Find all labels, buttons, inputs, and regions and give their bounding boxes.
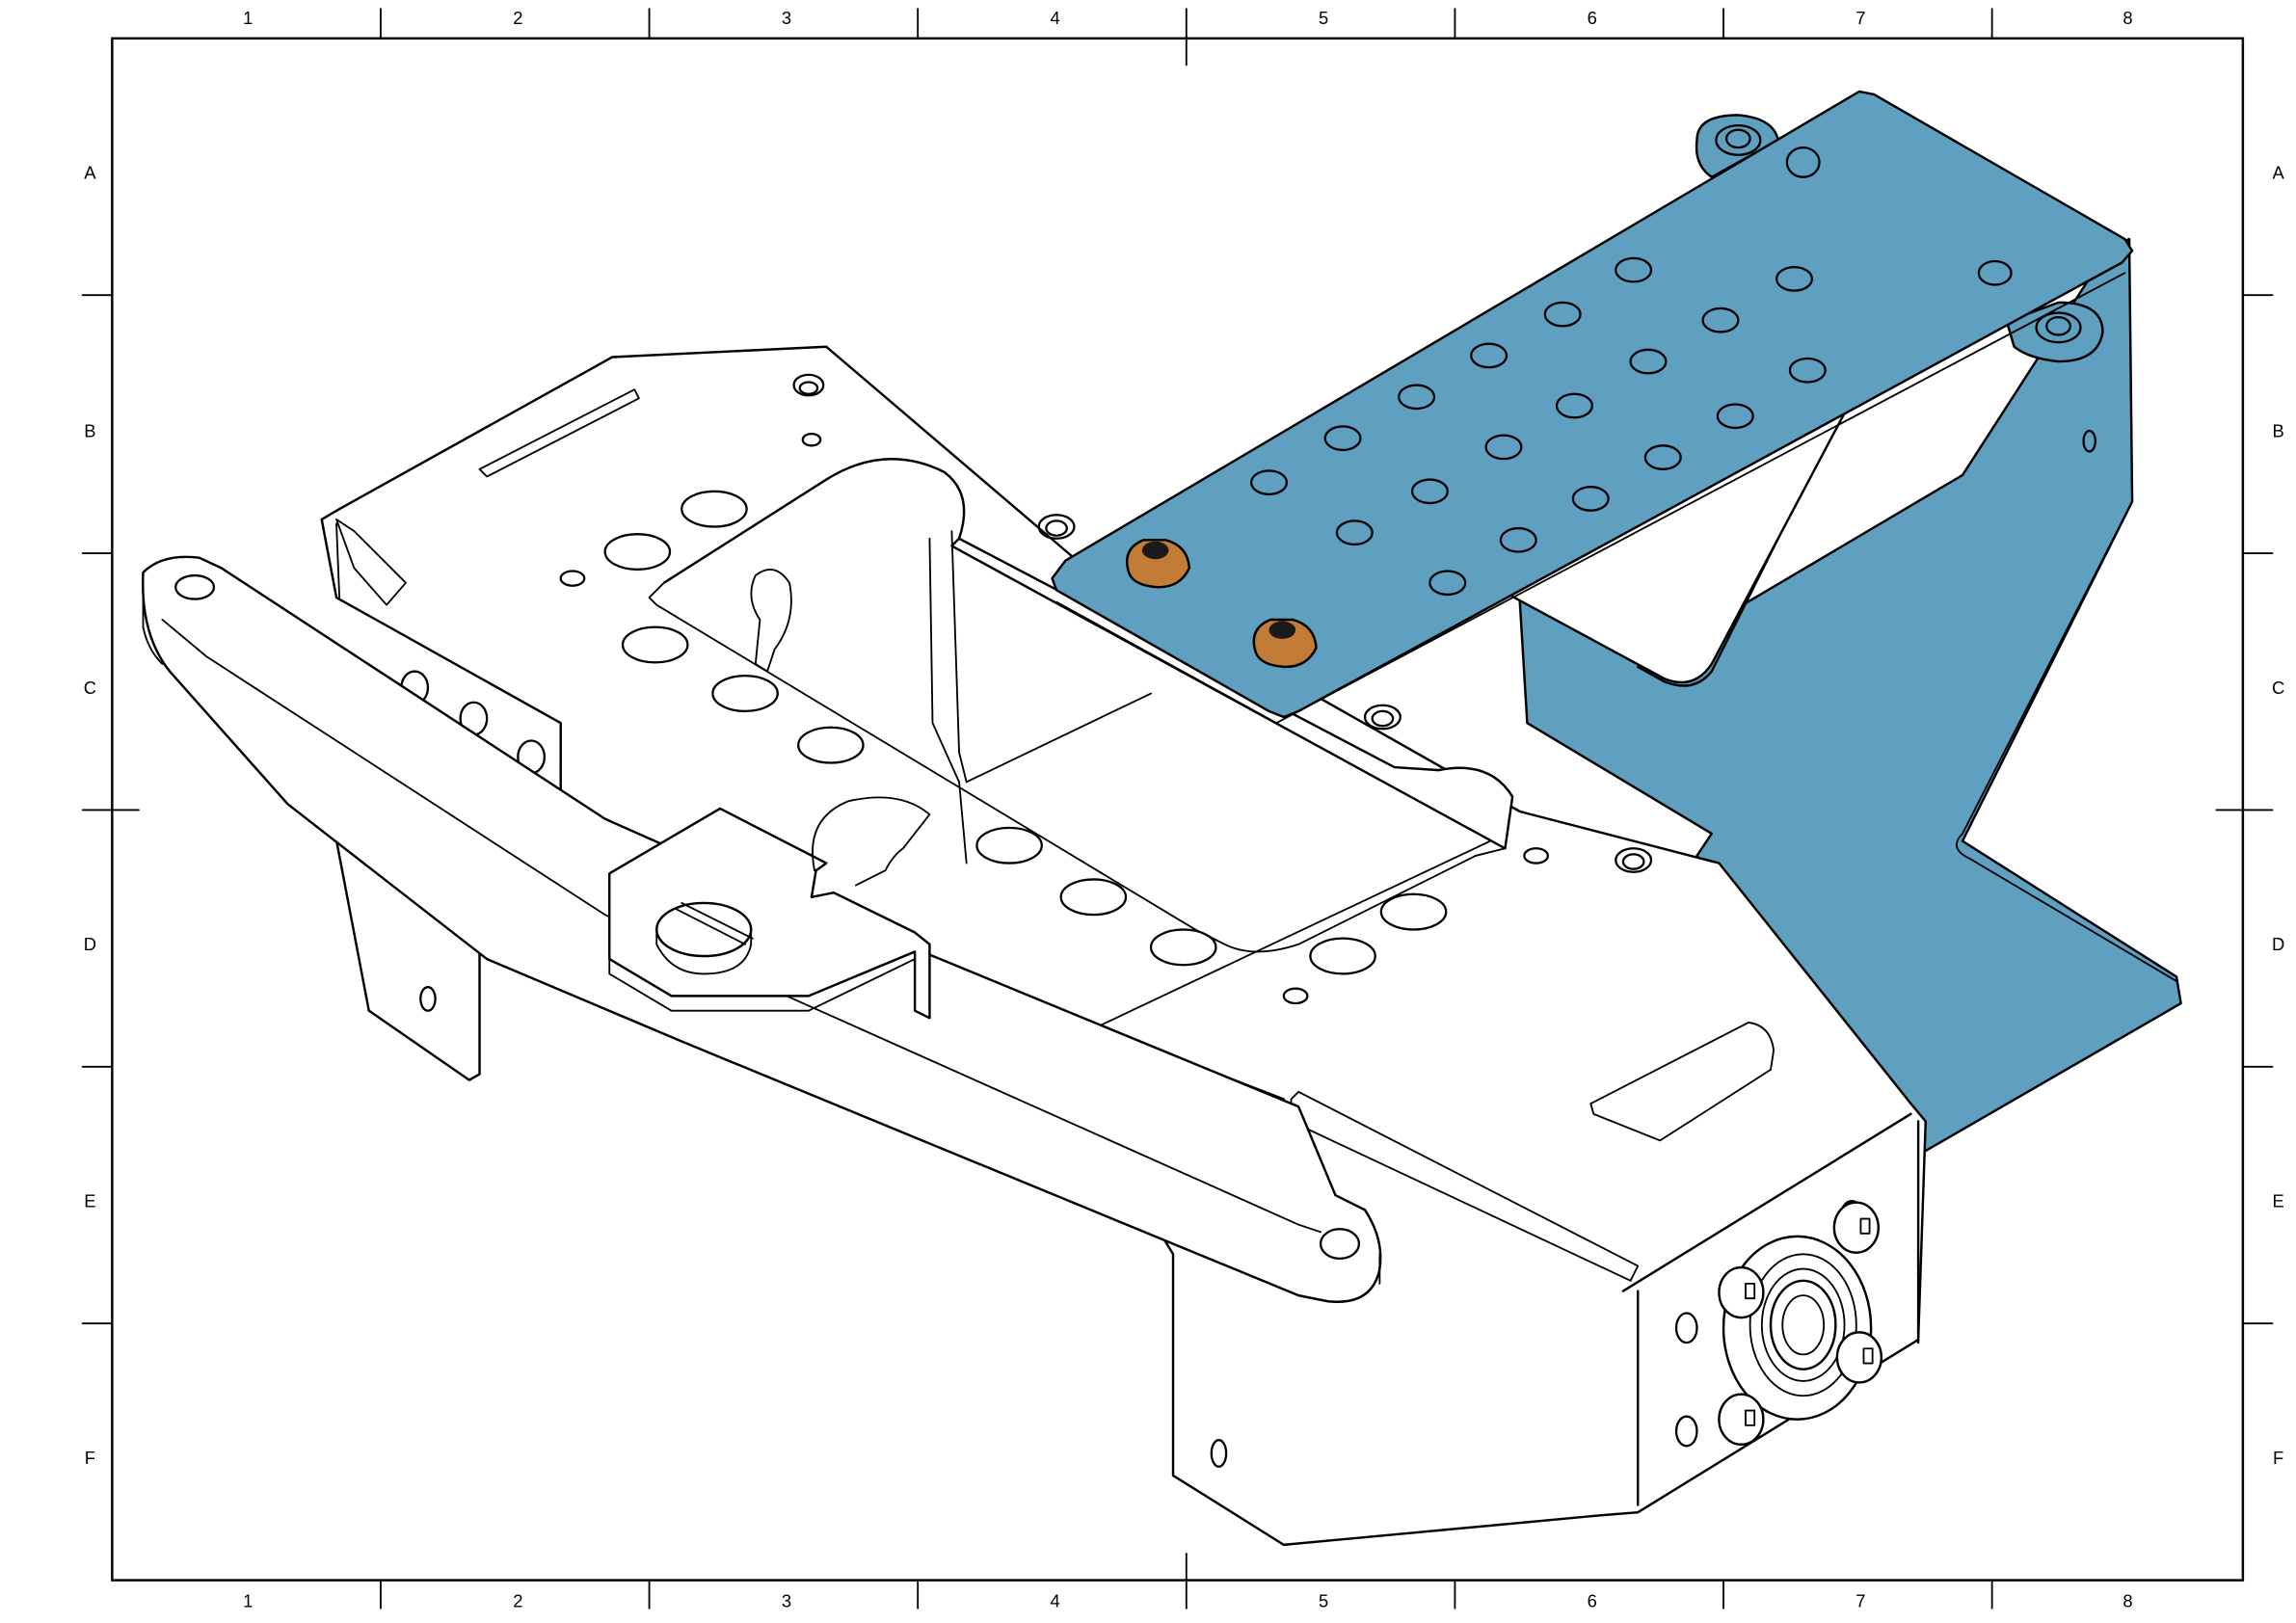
row-label-a-right: A: [2273, 163, 2285, 183]
col-label-1-bottom: 1: [243, 1590, 253, 1610]
col-label-6-bottom: 6: [1588, 1590, 1597, 1610]
row-label-d-right: D: [2272, 934, 2284, 954]
col-label-3-top: 3: [782, 8, 791, 28]
row-label-e-left: E: [84, 1191, 95, 1211]
col-label-4-bottom: 4: [1050, 1590, 1059, 1610]
row-label-f-left: F: [85, 1448, 95, 1468]
col-label-7-bottom: 7: [1855, 1590, 1865, 1610]
col-label-3-bottom: 3: [782, 1590, 791, 1610]
chassis-holes: [559, 373, 1653, 1005]
col-label-5-bottom: 5: [1319, 1590, 1328, 1610]
slotted-clamp-bracket: [608, 796, 931, 1020]
mounting-bracket-holes: [1250, 146, 2013, 597]
row-label-d-left: D: [84, 934, 96, 954]
row-label-e-right: E: [2273, 1191, 2284, 1211]
col-label-8-bottom: 8: [2122, 1590, 2132, 1610]
col-label-7-top: 7: [1855, 8, 1865, 28]
col-label-2-bottom: 2: [513, 1590, 522, 1610]
row-label-b-right: B: [2273, 420, 2284, 440]
col-label-5-top: 5: [1319, 8, 1328, 28]
row-label-a-left: A: [84, 163, 96, 183]
row-label-b-left: B: [84, 420, 95, 440]
row-label-c-left: C: [84, 678, 96, 698]
drawing-frame: 1 2 3 4 5 6 7 8 1 2 3 4 5 6 7 8 A B C D …: [81, 8, 2285, 1610]
mounting-bracket: [1443, 114, 2182, 1153]
bronze-standoffs: [1125, 539, 1318, 669]
col-label-4-top: 4: [1050, 8, 1059, 28]
col-label-8-top: 8: [2122, 8, 2132, 28]
row-label-f-right: F: [2273, 1448, 2283, 1468]
col-label-2-top: 2: [513, 8, 522, 28]
bearing-end-plate: [1210, 1200, 1883, 1468]
col-label-1-top: 1: [243, 8, 253, 28]
mounting-bracket-top-plate: [1051, 90, 2134, 725]
col-label-6-top: 6: [1588, 8, 1597, 28]
bearing-bolts: [1718, 1201, 1883, 1446]
row-label-c-right: C: [2272, 678, 2284, 698]
